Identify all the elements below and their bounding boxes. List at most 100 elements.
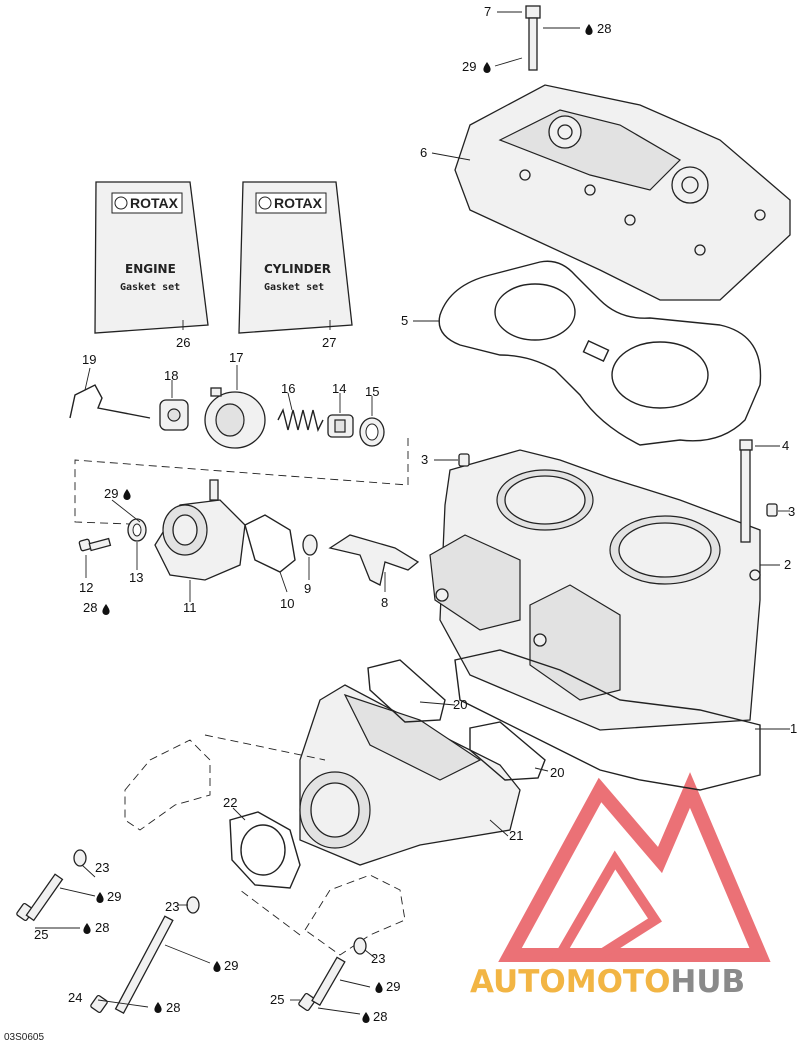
manifold-long-bolt	[90, 915, 174, 1015]
callout-23: 23	[95, 860, 109, 875]
rave-valve-housing	[154, 479, 246, 581]
manifold-bolt	[16, 873, 64, 922]
callout-26: 26	[176, 335, 190, 350]
valve-spring	[277, 407, 324, 433]
rotax-logo-icon	[258, 196, 272, 210]
drop-icon	[102, 604, 110, 615]
o-ring-inner	[132, 523, 142, 537]
callout-21: 21	[509, 828, 523, 843]
callout-19: 19	[82, 352, 96, 367]
callout-3-right: 3	[788, 504, 795, 519]
callout-20: 20	[453, 697, 467, 712]
callout-23-middle: 23	[165, 899, 179, 914]
callout-2: 2	[784, 557, 791, 572]
callout-5: 5	[401, 313, 408, 328]
callout-29-right: 29	[386, 979, 400, 994]
dowel-pin	[766, 503, 778, 517]
callout-29-left: 29	[107, 889, 121, 904]
engine-kit-title: ENGINE	[125, 262, 176, 276]
callout-18: 18	[164, 368, 178, 383]
engine-kit-brand: ROTAX	[130, 195, 179, 211]
engine-gasket-set-card: ROTAX ENGINE Gasket set	[94, 181, 209, 334]
mounting-bracket-upper	[124, 734, 326, 831]
callout-25: 25	[34, 927, 48, 942]
housing-gasket	[244, 514, 296, 573]
cylinder-block	[429, 449, 761, 731]
callout-15: 15	[365, 384, 379, 399]
assembly-bracket-line	[74, 438, 409, 525]
callout-9: 9	[304, 581, 311, 596]
drop-icon	[83, 923, 91, 934]
cylinder-head-gasket	[438, 260, 762, 446]
watermark-text: AUTOMOTOHUB	[470, 964, 745, 1000]
drop-icon	[362, 1012, 370, 1023]
lock-washer	[353, 937, 367, 955]
valve-lever	[328, 534, 420, 586]
callout-29-middle: 29	[224, 958, 238, 973]
diagram-code: 03S0605	[4, 1032, 44, 1043]
drop-icon	[154, 1002, 162, 1013]
exhaust-gasket	[469, 721, 546, 781]
callout-28-middle: 28	[166, 1000, 180, 1015]
washer	[302, 534, 318, 556]
callout-13: 13	[129, 570, 143, 585]
cylinder-stud	[739, 439, 753, 543]
callout-27: 27	[322, 335, 336, 350]
engine-kit-subtitle: Gasket set	[120, 282, 180, 293]
exhaust-manifold	[299, 684, 521, 866]
cylinder-kit-brand: ROTAX	[274, 195, 323, 211]
callout-28-right: 28	[373, 1009, 387, 1024]
callout-22: 22	[223, 795, 237, 810]
drop-icon	[585, 24, 593, 35]
valve-cover-housing	[204, 387, 266, 449]
exhaust-flange-gasket	[229, 811, 301, 889]
lock-washer	[186, 896, 200, 914]
callout-24: 24	[68, 990, 82, 1005]
callout-25-right: 25	[270, 992, 284, 1007]
watermark-logo	[498, 772, 771, 962]
drop-icon	[375, 982, 383, 993]
valve-piston	[159, 399, 189, 431]
cylinder-head-bolt	[525, 5, 541, 71]
callout-6: 6	[420, 145, 427, 160]
drop-icon	[96, 892, 104, 903]
callout-12: 12	[79, 580, 93, 595]
exhaust-gasket	[367, 659, 446, 723]
cylinder-base-gasket	[454, 649, 761, 791]
mounting-bracket-lower	[239, 874, 406, 956]
lock-washer	[73, 849, 87, 867]
screw	[78, 537, 112, 552]
callout-11: 11	[183, 600, 197, 615]
valve-seal-ring-inner	[365, 423, 379, 441]
retaining-spring-clip	[69, 384, 151, 419]
callout-29-valve: 29	[104, 486, 118, 501]
drop-icon	[483, 62, 491, 73]
valve	[327, 414, 354, 438]
manifold-bolt	[298, 956, 346, 1012]
leader-lines	[35, 11, 790, 1015]
cylinder-kit-subtitle: Gasket set	[264, 282, 324, 293]
callout-4: 4	[782, 438, 789, 453]
callout-10: 10	[280, 596, 294, 611]
drop-icon	[213, 961, 221, 972]
callout-17: 17	[229, 350, 243, 365]
callout-16: 16	[281, 381, 295, 396]
callout-7: 7	[484, 4, 491, 19]
cylinder-gasket-set-card: ROTAX CYLINDER Gasket set	[238, 181, 353, 334]
callout-28-valve: 28	[83, 600, 97, 615]
callout-28-left: 28	[95, 920, 109, 935]
callout-29: 29	[462, 59, 476, 74]
callout-1: 1	[790, 721, 797, 736]
callout-8: 8	[381, 595, 388, 610]
callout-28: 28	[597, 21, 611, 36]
callout-14: 14	[332, 381, 346, 396]
drop-icon	[123, 489, 131, 500]
cylinder-head	[454, 84, 791, 301]
callout-labels: 7 28 29 6 26 27 5 19 18 17 16 14 15 3 4 …	[34, 4, 797, 1024]
rotax-logo-icon	[114, 196, 128, 210]
cylinder-kit-title: CYLINDER	[264, 262, 331, 276]
callout-20-lower: 20	[550, 765, 564, 780]
dowel-pin	[458, 453, 470, 467]
callout-3: 3	[421, 452, 428, 467]
